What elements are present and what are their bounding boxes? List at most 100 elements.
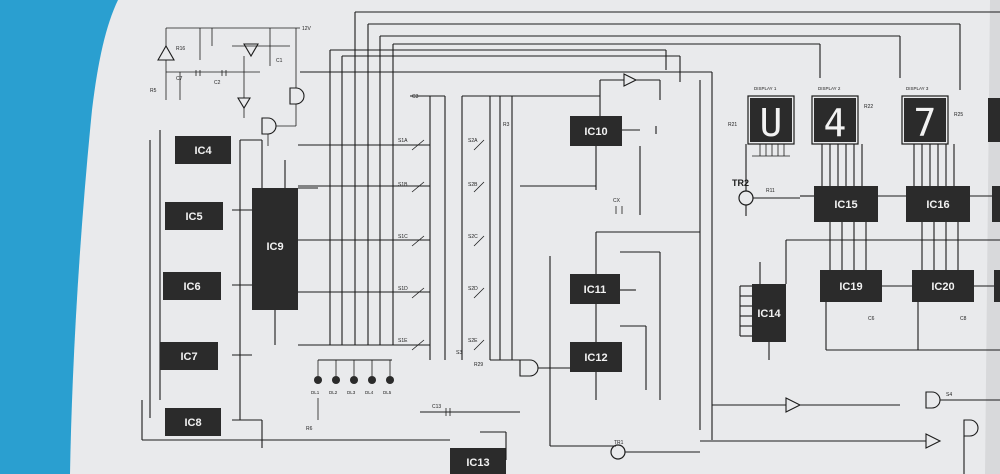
label-s1a: S1A <box>398 138 408 144</box>
led-dl5 <box>386 376 394 384</box>
svg-text:IC14: IC14 <box>757 308 781 320</box>
display-2: 4 DISPLAY 2 <box>811 86 859 145</box>
chip-offpage <box>992 186 1000 222</box>
label-s2d: S2D <box>468 286 478 292</box>
switch-bank-s2: S2A S2B S2C S2D S2E R3 <box>461 95 600 361</box>
counter-section: S3 R29 <box>456 231 700 420</box>
svg-text:IC9: IC9 <box>266 241 283 253</box>
led-row: DL1 DL2 DL3 DL4 DL5 R6 <box>306 359 394 432</box>
top-bus <box>300 11 1000 440</box>
label-s1e: S1E <box>398 338 408 344</box>
display-wiring: R21 R22 R25 C6 C8 <box>728 104 1000 351</box>
label-r21: R21 <box>728 122 737 128</box>
svg-text:IC13: IC13 <box>466 457 489 469</box>
svg-text:IC19: IC19 <box>839 281 862 293</box>
label-r11: R11 <box>766 188 775 194</box>
label-s2b: S2B <box>468 182 478 188</box>
display-1-digit: U <box>760 101 783 145</box>
led-dl4 <box>368 376 376 384</box>
display-3: 7 DISPLAY 3 <box>901 86 949 145</box>
timer-section: CX C3 <box>412 73 661 215</box>
label-r16: R16 <box>176 46 185 52</box>
chip-ic20: IC20 <box>912 270 974 302</box>
label-s2e: S2E <box>468 338 478 344</box>
label-s1b: S1B <box>398 182 408 188</box>
chip-ic19: IC19 <box>820 270 882 302</box>
svg-text:IC8: IC8 <box>184 417 201 429</box>
label-cx: CX <box>613 198 621 204</box>
svg-text:IC5: IC5 <box>185 211 202 223</box>
label-c7: C7 <box>176 76 183 82</box>
chip-ic6: IC6 <box>163 272 221 300</box>
chip-ic7: IC7 <box>160 342 218 370</box>
label-dl5: DL5 <box>383 390 392 395</box>
ic9-outputs <box>261 140 430 346</box>
label-r5: R5 <box>150 88 157 94</box>
label-dl4: DL4 <box>365 390 374 395</box>
display-2-digit: 4 <box>824 101 847 145</box>
label-s1d: S1D <box>398 286 408 292</box>
svg-text:IC6: IC6 <box>183 281 200 293</box>
label-r25: R25 <box>954 112 963 118</box>
label-c8: C8 <box>960 316 967 322</box>
chip-ic10: IC10 <box>570 116 622 146</box>
chip-ic4: IC4 <box>175 136 231 164</box>
led-dl1 <box>314 376 322 384</box>
display-3-digit: 7 <box>914 101 937 145</box>
label-c6: C6 <box>868 316 875 322</box>
ic14-inputs <box>739 262 770 360</box>
chip-ic15: IC15 <box>814 186 878 222</box>
label-r6: R6 <box>306 426 313 432</box>
chip-ic11: IC11 <box>570 274 620 304</box>
label-dl3: DL3 <box>347 390 356 395</box>
led-dl2 <box>332 376 340 384</box>
label-r3: R3 <box>503 122 510 128</box>
display-1: U DISPLAY 1 <box>747 86 795 145</box>
tr2-section: TR2 R11 <box>732 144 800 216</box>
label-r22: R22 <box>864 104 873 110</box>
label-c1: C1 <box>276 58 283 64</box>
led-dl3 <box>350 376 358 384</box>
label-vcc: 12V <box>302 26 312 32</box>
switch-bank-s1: S1A S1B S1C S1D S1E <box>398 95 446 360</box>
svg-text:IC16: IC16 <box>926 199 949 211</box>
label-r29: R29 <box>474 362 483 368</box>
label-s4: S4 <box>946 392 952 398</box>
svg-text:IC15: IC15 <box>834 199 857 211</box>
label-s2a: S2A <box>468 138 478 144</box>
chip-ic5: IC5 <box>165 202 223 230</box>
label-s1c: S1C <box>398 234 408 240</box>
svg-text:IC4: IC4 <box>194 145 212 157</box>
label-dl1: DL1 <box>311 390 320 395</box>
chip-ic16: IC16 <box>906 186 970 222</box>
svg-text:IC11: IC11 <box>584 284 607 296</box>
bottom-gates: S4 <box>700 391 1000 474</box>
svg-text:IC7: IC7 <box>180 351 197 363</box>
tr1-section: C13 TR1 <box>420 404 700 460</box>
svg-text:IC10: IC10 <box>584 126 607 138</box>
chip-ic8: IC8 <box>165 408 221 436</box>
display-3-label: DISPLAY 3 <box>906 86 929 91</box>
label-tr1: TR1 <box>614 440 624 446</box>
chip-offpage-2 <box>994 270 1000 302</box>
chip-ic14: IC14 <box>752 284 786 342</box>
label-s3: S3 <box>456 350 462 356</box>
chip-ic13: IC13 <box>450 448 506 474</box>
svg-text:IC20: IC20 <box>931 281 954 293</box>
label-s2c: S2C <box>468 234 478 240</box>
label-c2: C2 <box>214 80 221 86</box>
svg-text:IC12: IC12 <box>584 352 607 364</box>
label-c3: C3 <box>412 94 419 100</box>
display-4-partial <box>988 98 1000 142</box>
chip-ic9: IC9 <box>252 188 298 310</box>
chip-ic12: IC12 <box>570 342 622 372</box>
paper-page <box>70 0 1000 474</box>
gate-stack <box>261 87 305 146</box>
input-stage: R16 C7 C2 C1 12V R5 <box>150 26 312 118</box>
label-c13: C13 <box>432 404 441 410</box>
label-dl2: DL2 <box>329 390 338 395</box>
label-tr2: TR2 <box>732 178 749 188</box>
display-2-label: DISPLAY 2 <box>818 86 841 91</box>
display-1-label: DISPLAY 1 <box>754 86 777 91</box>
